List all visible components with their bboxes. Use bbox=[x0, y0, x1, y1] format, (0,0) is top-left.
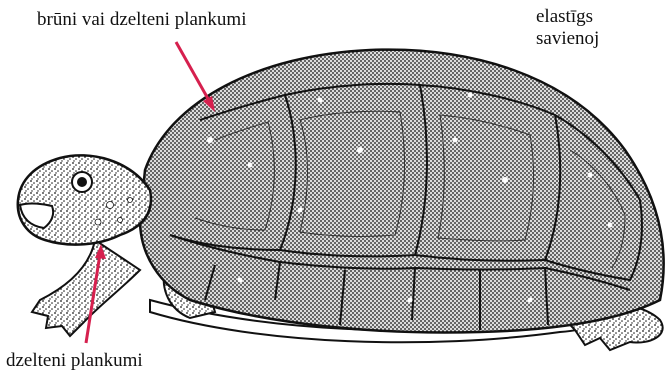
carapace bbox=[140, 50, 664, 333]
label-flexible-joint: elastīgs savienoj bbox=[536, 6, 599, 50]
label-flexible-joint-line2: savienoj bbox=[536, 28, 599, 50]
label-flexible-joint-line1: elastīgs bbox=[536, 6, 599, 28]
front-leg bbox=[32, 240, 140, 336]
label-yellow-spots: dzelteni plankumi bbox=[6, 350, 143, 372]
label-brown-yellow-spots: brūni vai dzelteni plankumi bbox=[37, 9, 246, 31]
arrow-top bbox=[176, 42, 215, 112]
